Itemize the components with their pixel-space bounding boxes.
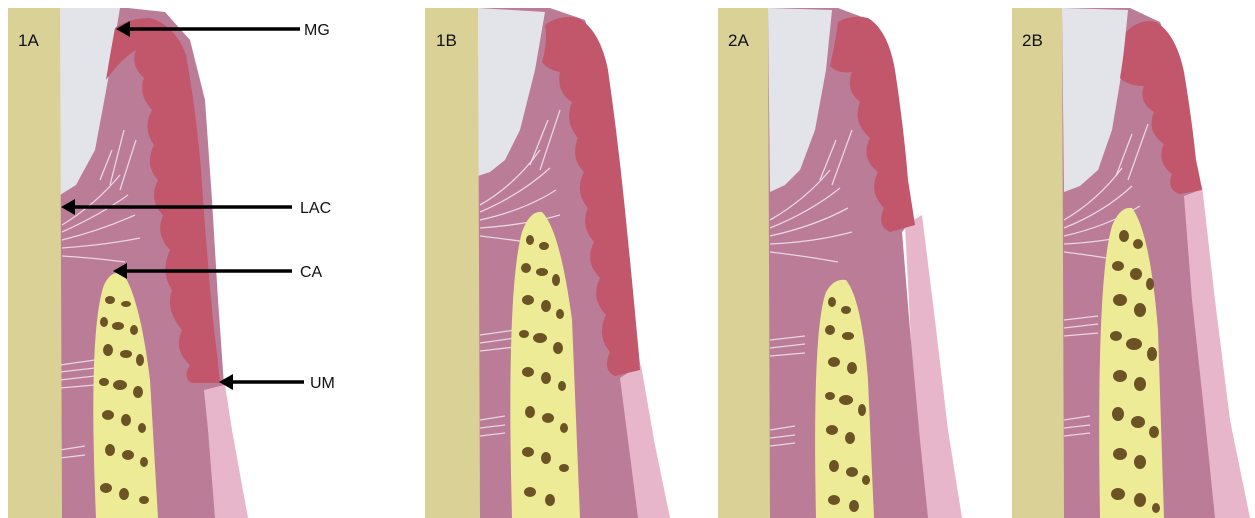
panel-1b: 1B <box>425 8 688 518</box>
tooth-root <box>8 8 62 518</box>
panel-2b: 2B <box>1012 8 1255 518</box>
lac-label: LAC <box>300 200 331 217</box>
panel-1a: 1A <box>8 8 295 518</box>
ca-label: CA <box>300 264 323 281</box>
panel-label: 1B <box>436 31 457 50</box>
um-label: UM <box>310 375 335 392</box>
panel-2a: 2A <box>718 8 980 518</box>
tooth-root <box>425 8 480 518</box>
mg-label: MG <box>304 22 330 39</box>
panel-label: 2B <box>1022 31 1043 50</box>
tooth-root <box>1012 8 1064 518</box>
tooth-root <box>718 8 770 518</box>
panel-label: 1A <box>18 31 39 50</box>
panel-label: 2A <box>728 31 749 50</box>
